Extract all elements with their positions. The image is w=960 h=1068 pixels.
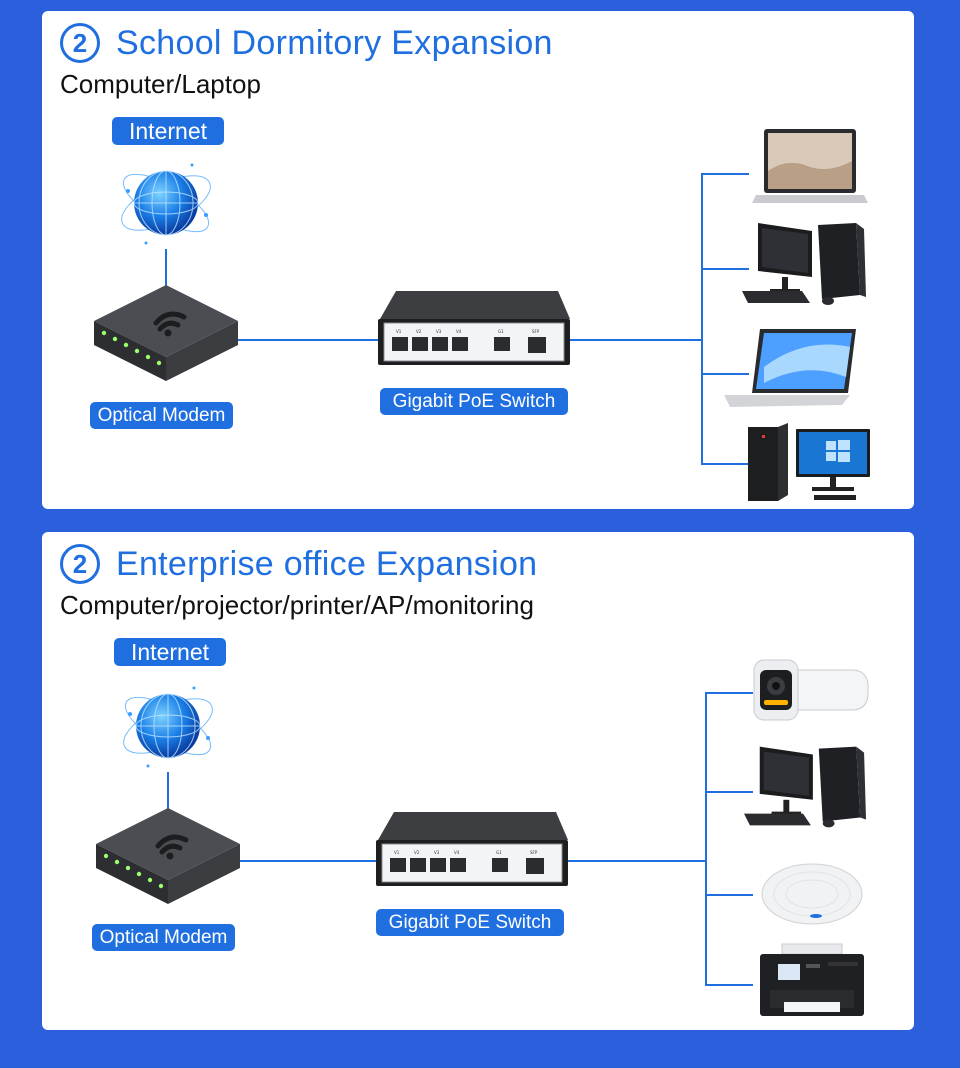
poe-switch-label: Gigabit PoE Switch [376,909,564,936]
port-label-v4: V4 [454,850,460,855]
panel-enterprise-office: 2 Enterprise office Expansion Computer/p… [42,532,914,1030]
poe-switch-icon: V1 V2 V3 V4 G1 SFP [376,812,568,886]
port-label-v3: V3 [434,850,440,855]
optical-modem-label: Optical Modem [90,402,233,429]
port-label-v2: V2 [414,850,420,855]
globe-icon [123,686,213,768]
globe-to-modem-wire [165,249,167,289]
panel-school-dormitory: 2 School Dormitory Expansion Computer/La… [42,11,914,509]
port-label-g1: G1 [498,329,504,334]
bus-to-device-2-wire [705,791,753,793]
panel-heading: 2 School Dormitory Expansion [60,23,553,63]
port-label-v2: V2 [416,329,422,334]
device-bus-wire [705,692,707,986]
desktop-computer-icon [742,223,866,305]
globe-icon [121,163,211,245]
laptop-icon [724,329,856,407]
bus-to-device-1-wire [705,692,753,694]
port-label-g1: G1 [496,850,502,855]
poe-switch-label: Gigabit PoE Switch [380,388,568,415]
panel-subtitle: Computer/projector/printer/AP/monitoring [60,590,534,620]
switch-to-bus-wire [570,339,702,341]
internet-label: Internet [114,638,226,666]
bus-to-device-4-wire [701,463,749,465]
panel-subtitle: Computer/Laptop [60,69,261,99]
port-label-v1: V1 [394,850,400,855]
port-label-sfp: SFP [532,329,540,334]
optical-modem-icon [96,808,240,904]
optical-modem-label: Optical Modem [92,924,235,951]
device-bus-wire [701,173,703,465]
step-number-badge: 2 [60,23,100,63]
panel-title: Enterprise office Expansion [116,544,538,583]
port-label-v1: V1 [396,329,402,334]
bus-to-device-3-wire [701,373,749,375]
globe-to-modem-wire [167,772,169,812]
modem-to-switch-wire [238,339,378,341]
optical-modem-icon [94,285,238,381]
bus-to-device-2-wire [701,268,749,270]
modem-to-switch-wire [238,860,378,862]
port-label-v3: V3 [436,329,442,334]
desktop-computer-icon [744,746,867,828]
bus-to-device-1-wire [701,173,749,175]
panel-title: School Dormitory Expansion [116,23,553,62]
tower-pc-icon [748,423,870,501]
port-label-sfp: SFP [530,850,538,855]
poe-switch-icon: V1 V2 V3 V4 G1 SFP [378,291,570,365]
security-camera-icon [753,659,869,721]
wireless-access-point-icon [761,863,863,925]
panel-heading: 2 Enterprise office Expansion [60,544,537,584]
step-number-badge: 2 [60,544,100,584]
port-label-v4: V4 [456,329,462,334]
bus-to-device-3-wire [705,894,753,896]
laptop-icon [752,129,868,203]
switch-to-bus-wire [568,860,706,862]
bus-to-device-4-wire [705,984,753,986]
printer-icon [760,943,864,1016]
internet-label: Internet [112,117,224,145]
